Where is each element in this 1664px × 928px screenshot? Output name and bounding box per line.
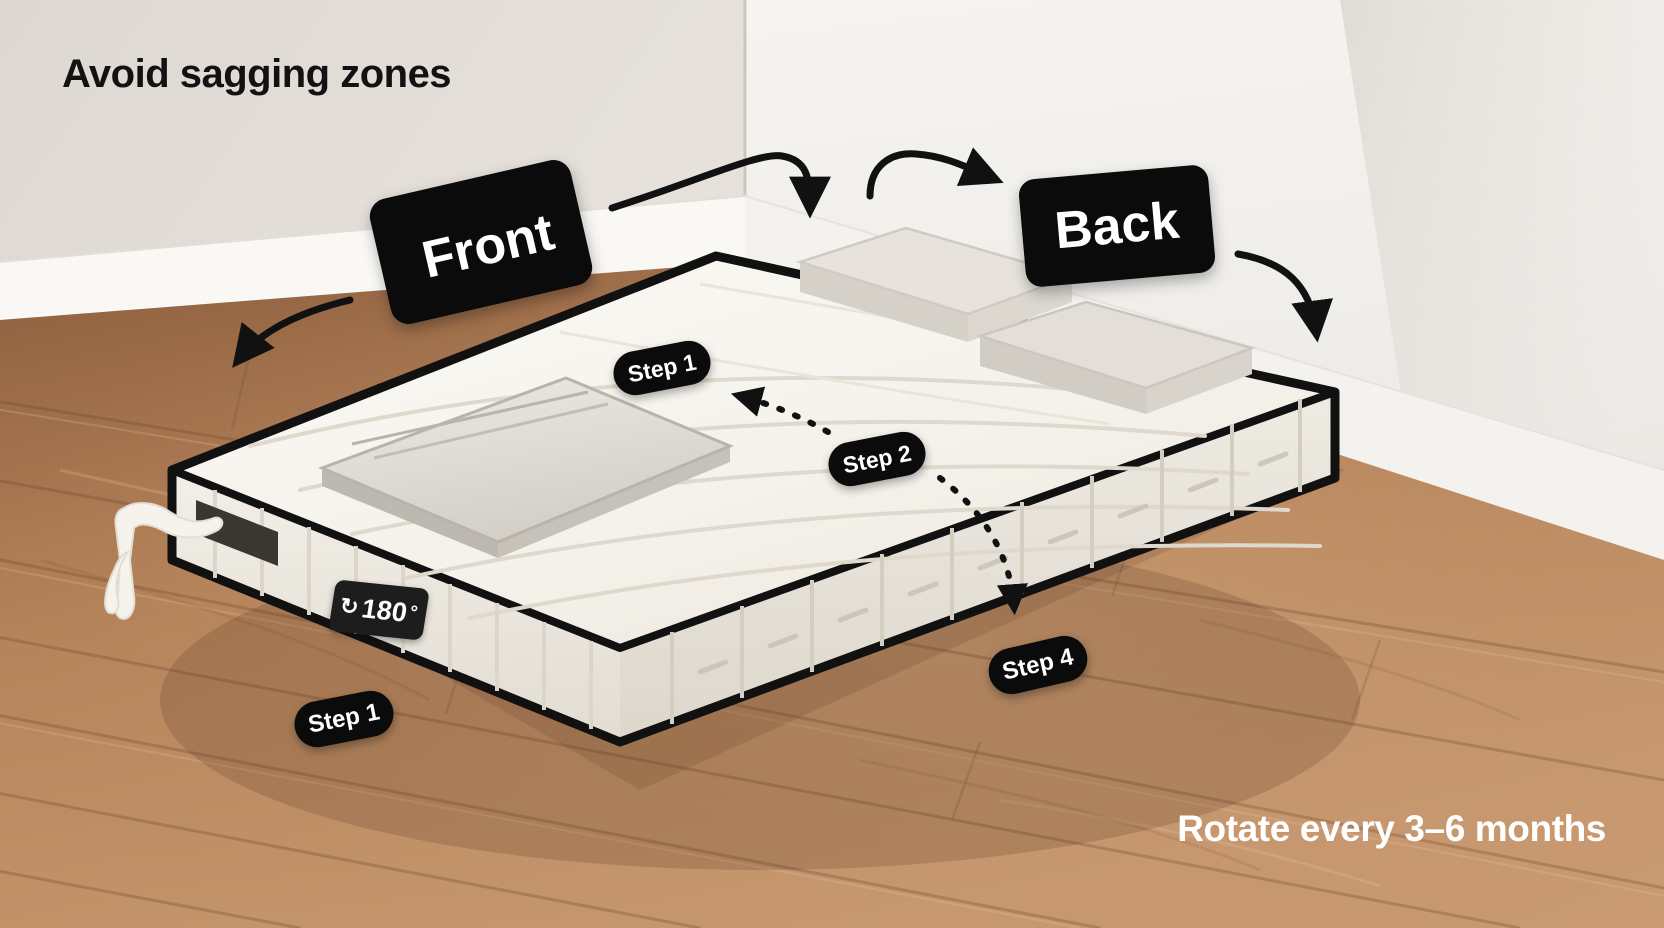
- badge-step-1-top-text: Step 1: [625, 348, 699, 387]
- side-stitch-right: [670, 399, 1302, 724]
- rotate-180-value: 180: [359, 592, 410, 628]
- mattress-side-right: [620, 392, 1335, 742]
- arrow-layer: [232, 147, 1334, 368]
- badge-step-1-bottom-text: Step 1: [305, 698, 382, 739]
- label-back: Back: [1017, 163, 1217, 289]
- back-block-lower: [975, 300, 1257, 414]
- footnote-text: Rotate every 3–6 months: [1177, 808, 1606, 849]
- rotate-180-badge: ↺ 180 °: [328, 579, 430, 641]
- rotate-180-icon: ↺: [338, 593, 361, 620]
- badge-step-2-text: Step 2: [840, 439, 914, 478]
- back-block-upper: [795, 226, 1077, 342]
- mattress-handle: [196, 500, 278, 566]
- degree-symbol: °: [408, 602, 420, 624]
- label-front-text: Front: [416, 203, 560, 290]
- arrow-dotted-layer: [730, 386, 1028, 616]
- folded-pillow-left: [317, 376, 734, 558]
- badge-step-4-text: Step 4: [999, 643, 1077, 686]
- person-figure: [104, 502, 224, 620]
- label-back-text: Back: [1052, 191, 1182, 261]
- page-title: Avoid sagging zones: [62, 52, 452, 96]
